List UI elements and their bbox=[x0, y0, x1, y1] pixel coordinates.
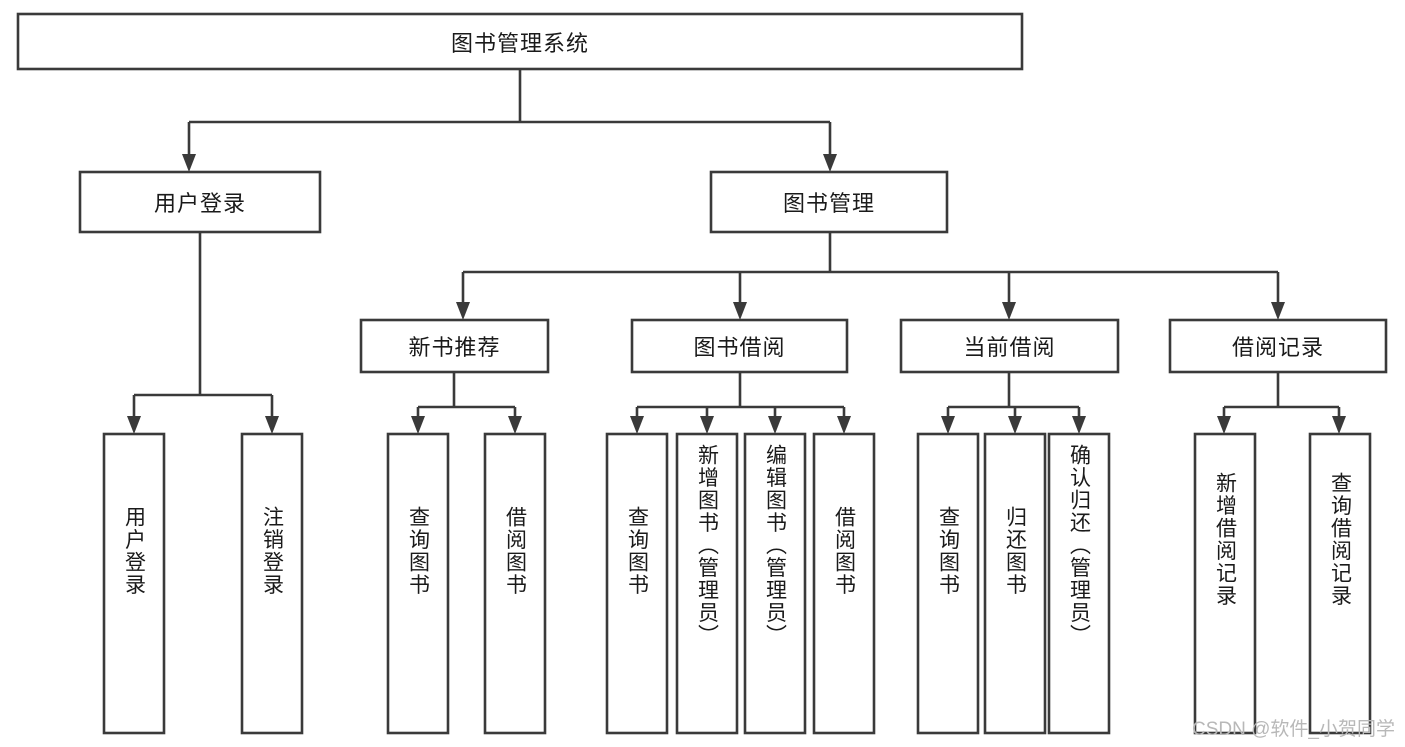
arrowhead-nbr-leaf-1 bbox=[411, 416, 425, 434]
arrowhead-bb-leaf-3 bbox=[768, 416, 782, 434]
arrowhead-root-to-user-login bbox=[182, 154, 196, 172]
arrowhead-user-login-leaf-2 bbox=[265, 416, 279, 434]
arrowhead-level3-2 bbox=[733, 302, 747, 320]
arrowhead-bb-leaf-1 bbox=[630, 416, 644, 434]
arrowhead-level3-1 bbox=[456, 302, 470, 320]
csdn-watermark: CSDN @软件_小贺同学 bbox=[1192, 719, 1395, 740]
arrowhead-level3-4 bbox=[1271, 302, 1285, 320]
leaf-box-bb-1[interactable] bbox=[605, 432, 669, 735]
arrowhead-cb-leaf-3 bbox=[1072, 416, 1086, 434]
arrowhead-br-leaf-2 bbox=[1332, 416, 1346, 434]
leaf-box-bb-4[interactable] bbox=[812, 432, 876, 735]
arrowhead-bb-leaf-2 bbox=[700, 416, 714, 434]
arrowhead-cb-leaf-1 bbox=[941, 416, 955, 434]
arrowhead-nbr-leaf-2 bbox=[508, 416, 522, 434]
node-new-book-recommend-box[interactable] bbox=[359, 318, 550, 374]
node-book-manage-box[interactable] bbox=[709, 170, 949, 234]
leaf-box-user-login-2[interactable] bbox=[240, 432, 304, 735]
leaf-box-cb-2[interactable] bbox=[983, 432, 1047, 735]
arrowhead-user-login-leaf-1 bbox=[127, 416, 141, 434]
leaf-box-nbr-1[interactable] bbox=[386, 432, 450, 735]
leaf-box-cb-3[interactable] bbox=[1047, 432, 1111, 735]
node-root-box[interactable] bbox=[16, 12, 1024, 71]
node-book-borrow-box[interactable] bbox=[630, 318, 849, 374]
arrowhead-cb-leaf-2 bbox=[1008, 416, 1022, 434]
leaf-box-br-1[interactable] bbox=[1193, 432, 1257, 735]
node-user-login-box[interactable] bbox=[78, 170, 322, 234]
arrowhead-root-to-book-manage bbox=[823, 154, 837, 172]
leaf-box-br-2[interactable] bbox=[1308, 432, 1372, 735]
leaf-box-bb-3[interactable] bbox=[743, 432, 807, 735]
leaf-box-nbr-2[interactable] bbox=[483, 432, 547, 735]
node-borrow-record-box[interactable] bbox=[1168, 318, 1388, 374]
leaf-box-bb-2[interactable] bbox=[675, 432, 739, 735]
leaf-box-cb-1[interactable] bbox=[916, 432, 980, 735]
leaf-box-user-login-1[interactable] bbox=[102, 432, 166, 735]
arrowhead-level3-3 bbox=[1002, 302, 1016, 320]
arrowhead-bb-leaf-4 bbox=[837, 416, 851, 434]
node-current-borrow-box[interactable] bbox=[899, 318, 1120, 374]
arrowhead-br-leaf-1 bbox=[1217, 416, 1231, 434]
